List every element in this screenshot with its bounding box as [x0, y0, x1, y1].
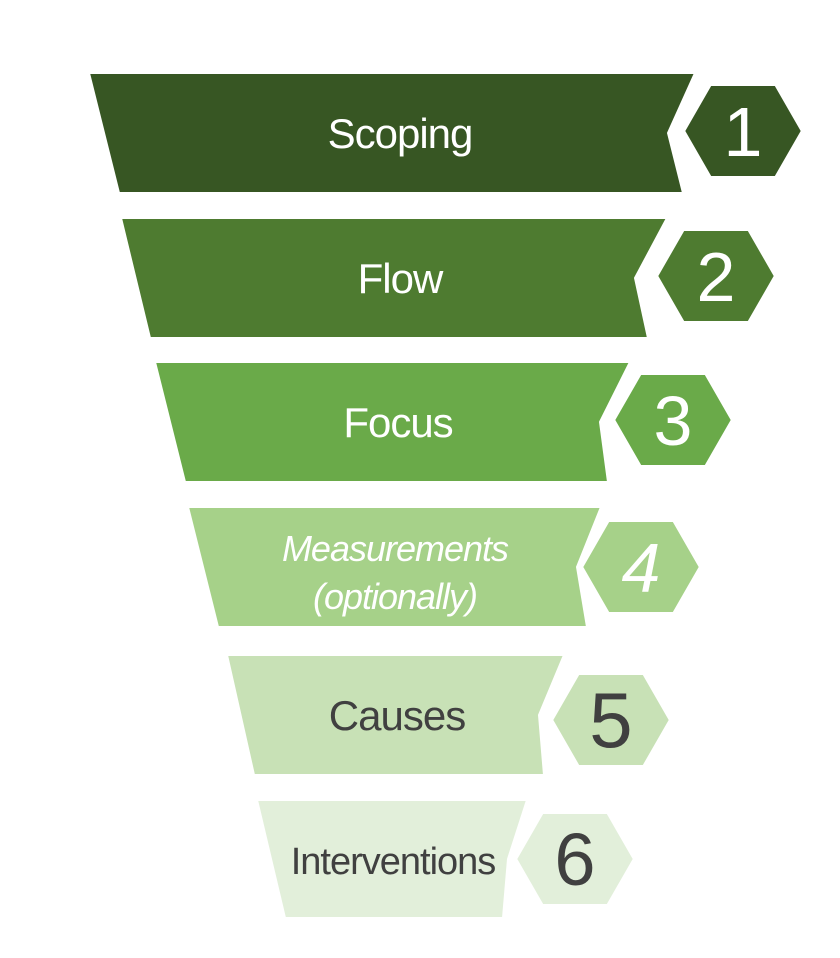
funnel-stage-4: Measurements (optionally) 4	[187, 506, 703, 628]
stage-2-band	[120, 217, 668, 339]
stage-4-number: 4	[622, 529, 661, 607]
stage-4-label-line-1: Measurements	[282, 528, 509, 569]
stage-3-number-badge	[611, 371, 735, 469]
stage-6-number: 6	[554, 818, 595, 901]
funnel-stage-5: Causes 5	[226, 654, 673, 776]
stage-5-band	[226, 654, 565, 776]
stage-1-number: 1	[724, 93, 763, 171]
stage-2-number: 2	[697, 238, 736, 316]
stage-1-number-badge	[681, 82, 805, 180]
stage-4-band	[187, 506, 602, 628]
stage-5-label: Causes	[329, 692, 465, 739]
stage-2-number-badge	[654, 227, 778, 325]
stage-6-number-badge	[513, 810, 637, 908]
funnel-stage-2: Flow 2	[120, 217, 778, 339]
stage-3-band	[154, 361, 631, 483]
stage-4-number-badge	[579, 518, 703, 616]
funnel-stage-3: Focus 3	[154, 361, 735, 483]
stage-6-label: Interventions	[291, 841, 496, 883]
stage-3-label: Focus	[343, 399, 452, 446]
stage-1-label: Scoping	[328, 110, 473, 157]
stage-1-band	[88, 72, 696, 194]
funnel-stage-6: Interventions 6	[256, 799, 637, 919]
stage-5-number: 5	[589, 676, 632, 764]
funnel-stage-1: Scoping 1	[88, 72, 805, 194]
stage-2-label: Flow	[358, 255, 444, 302]
stage-6-band	[256, 799, 528, 919]
stage-5-number-badge	[549, 671, 673, 769]
stage-3-number: 3	[654, 382, 693, 460]
stage-4-label-line-2: (optionally)	[313, 576, 477, 617]
